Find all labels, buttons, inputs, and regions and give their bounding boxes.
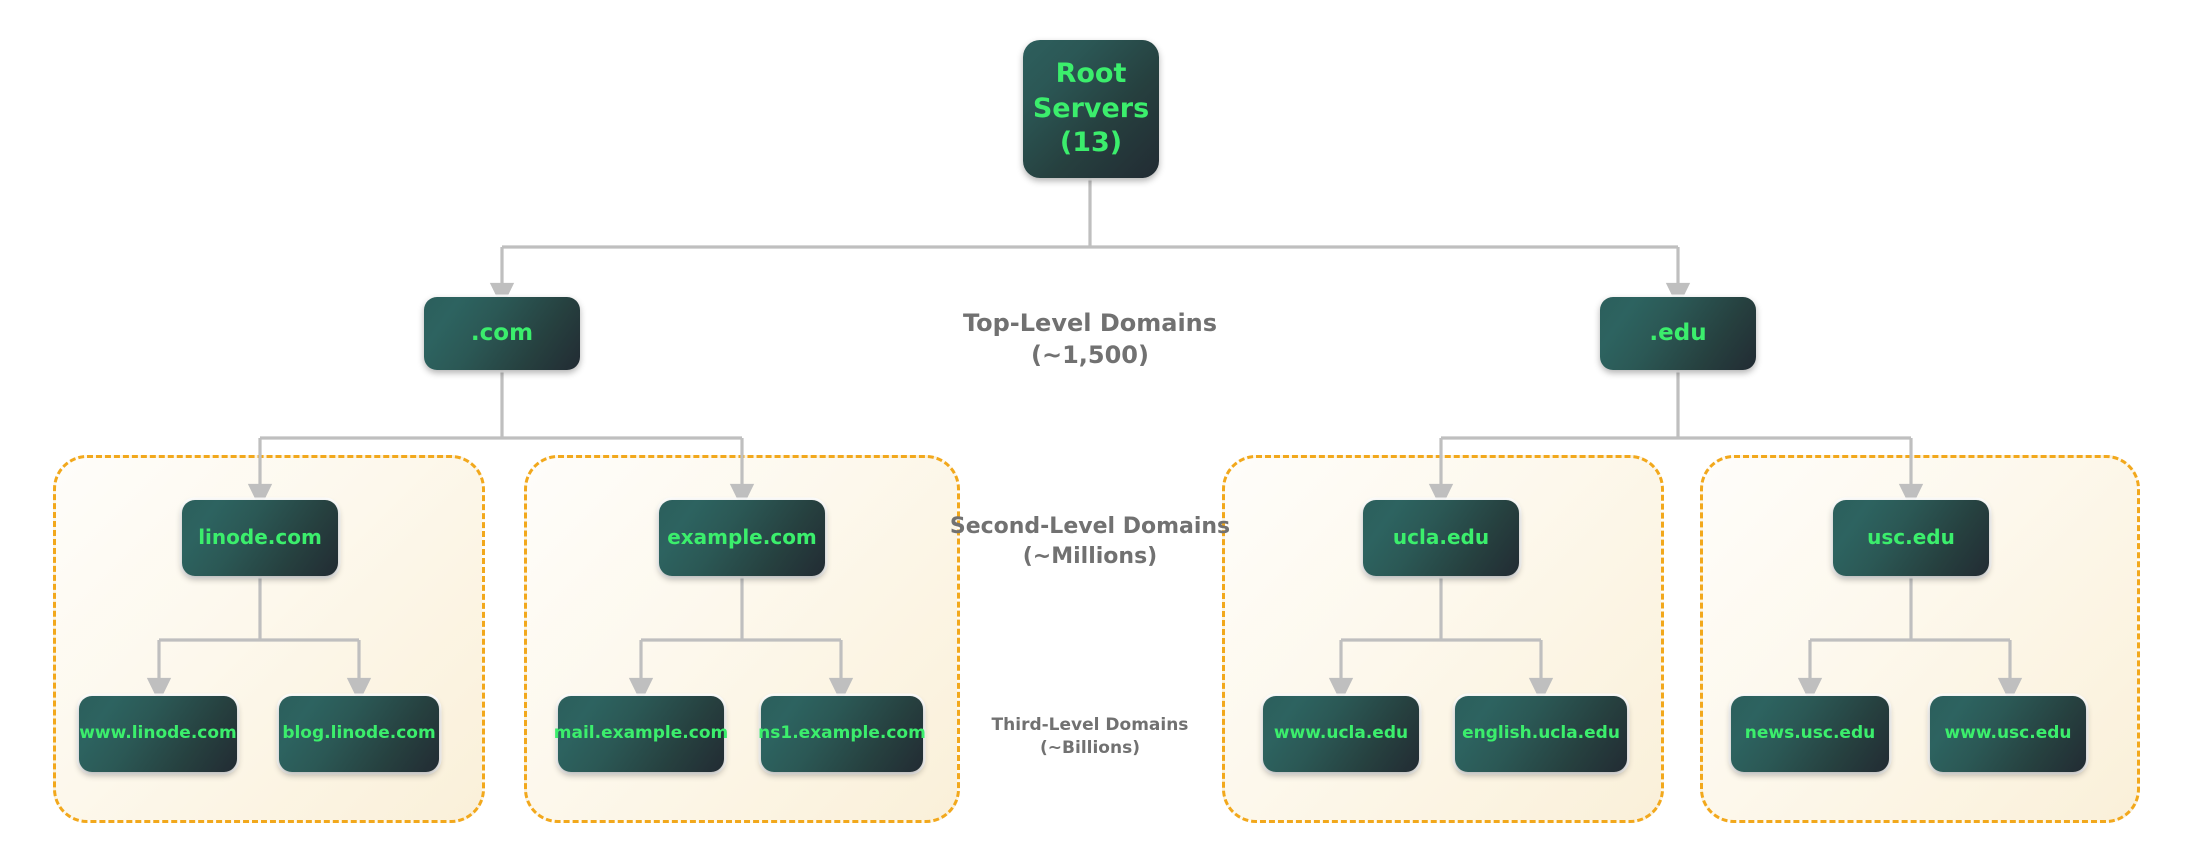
- node-third-news-usc-edu[interactable]: news.usc.edu: [1731, 696, 1889, 772]
- node-tld-edu-label: .edu: [1649, 319, 1707, 346]
- node-sld-example-com-label: example.com: [667, 525, 817, 550]
- tier-caption-second-level: Second-Level Domains (~Millions): [949, 514, 1231, 569]
- node-third-blog-linode-com[interactable]: blog.linode.com: [279, 696, 439, 772]
- node-root-servers[interactable]: Root Servers (13): [1023, 40, 1159, 178]
- node-third-mail-example-com[interactable]: mail.example.com: [554, 696, 728, 772]
- node-tld-com-label: .com: [470, 319, 534, 346]
- node-sld-ucla-edu[interactable]: ucla.edu: [1363, 500, 1519, 576]
- node-third-blog-linode-com-label: blog.linode.com: [282, 723, 436, 744]
- node-sld-ucla-edu-label: ucla.edu: [1392, 525, 1490, 550]
- tier-caption-third-level: Third-Level Domains (~Billions): [991, 715, 1189, 758]
- node-third-news-usc-edu-label: news.usc.edu: [1744, 723, 1876, 744]
- node-third-ns1-example-com-label: ns1.example.com: [758, 723, 926, 744]
- node-tld-edu[interactable]: .edu: [1600, 297, 1756, 370]
- node-sld-usc-edu[interactable]: usc.edu: [1833, 500, 1989, 576]
- node-third-www-ucla-edu[interactable]: www.ucla.edu: [1263, 696, 1419, 772]
- node-sld-example-com[interactable]: example.com: [659, 500, 825, 576]
- node-third-www-usc-edu[interactable]: www.usc.edu: [1930, 696, 2086, 772]
- node-third-www-linode-com[interactable]: www.linode.com: [79, 696, 237, 772]
- node-sld-linode-com-label: linode.com: [198, 525, 322, 550]
- node-sld-linode-com[interactable]: linode.com: [182, 500, 338, 576]
- node-sld-usc-edu-label: usc.edu: [1867, 525, 1955, 550]
- node-third-www-linode-com-label: www.linode.com: [79, 723, 237, 744]
- node-third-www-ucla-edu-label: www.ucla.edu: [1273, 723, 1409, 744]
- node-third-english-ucla-edu[interactable]: english.ucla.edu: [1455, 696, 1627, 772]
- node-third-ns1-example-com[interactable]: ns1.example.com: [758, 696, 926, 772]
- tier-caption-top-level: Top-Level Domains (~1,500): [962, 309, 1218, 370]
- node-root-servers-label: Root Servers (13): [1032, 58, 1150, 159]
- node-third-mail-example-com-label: mail.example.com: [553, 723, 729, 744]
- node-tld-com[interactable]: .com: [424, 297, 580, 370]
- node-third-english-ucla-edu-label: english.ucla.edu: [1462, 723, 1620, 744]
- node-third-www-usc-edu-label: www.usc.edu: [1944, 723, 2072, 744]
